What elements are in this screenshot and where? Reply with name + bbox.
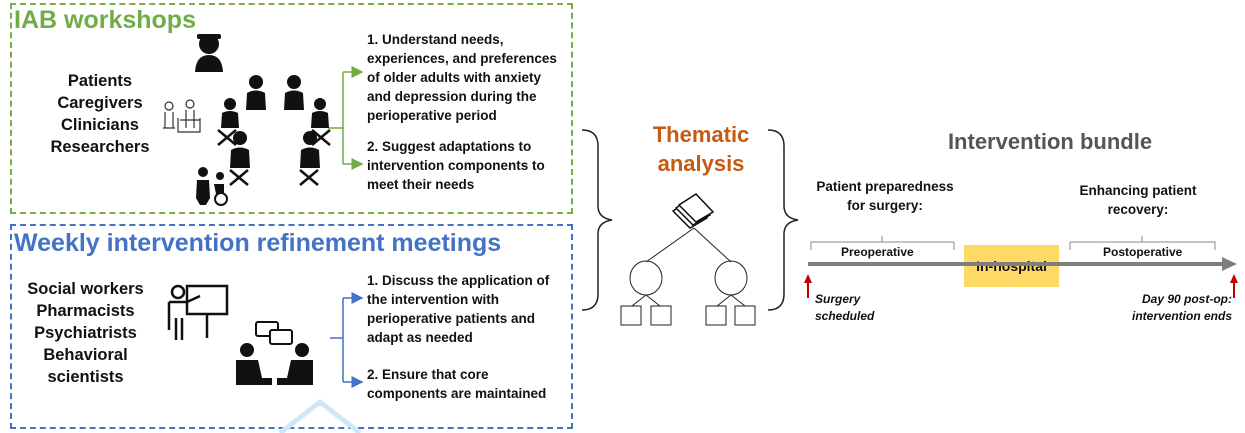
desc-line: 2. Suggest adaptations to (367, 139, 532, 154)
desc-line: 1. Understand needs, (367, 32, 504, 47)
people-item: Social workers (27, 280, 144, 298)
weekly-title: Weekly intervention refinement meetings (14, 229, 502, 257)
iab-item-2: 2. Suggest adaptations to intervention c… (367, 137, 545, 194)
iab-connector (328, 66, 364, 170)
wheelchair-icon (196, 167, 228, 206)
people-item: Psychiatrists (34, 324, 137, 342)
document-stack-icon (671, 193, 715, 229)
desc-line: perioperative patients and (367, 311, 536, 326)
desc-line: perioperative period (367, 108, 497, 123)
desc-line: intervention components to (367, 158, 545, 173)
bundle-title: Intervention bundle (947, 129, 1153, 154)
person-head-icon (195, 34, 223, 72)
note-line: Surgery (815, 292, 861, 306)
thematic-line: analysis (657, 151, 745, 176)
thematic-line: Thematic (652, 122, 750, 147)
note-line: Day 90 post-op: (1141, 292, 1232, 306)
phase-brackets (810, 236, 1216, 250)
desc-line: of older adults with anxiety (367, 70, 542, 85)
note-line: scheduled (815, 309, 875, 323)
note-line: intervention ends (1131, 309, 1232, 323)
caregivers-icon (163, 99, 201, 133)
label-line: for surgery: (847, 198, 923, 213)
group-circle-icon (217, 75, 331, 186)
desc-line: experiences, and preferences (367, 51, 557, 66)
label-line: Enhancing patient (1079, 183, 1197, 198)
label-line: Patient preparedness (816, 179, 954, 194)
preoperative-label: Preoperative (841, 245, 914, 259)
start-marker (804, 274, 812, 298)
weekly-item-1: 1. Discuss the application of the interv… (367, 271, 549, 347)
preparedness-label: Patient preparedness for surgery: (805, 177, 965, 215)
end-marker (1230, 274, 1238, 298)
presenter-icon (167, 284, 229, 340)
watermark-chevron (278, 398, 362, 433)
conversation-icon (236, 321, 313, 385)
people-item: Caregivers (57, 94, 143, 112)
recovery-label: Enhancing patient recovery: (1058, 181, 1218, 219)
tree-diagram-icon (620, 227, 756, 326)
desc-line: 1. Discuss the application of (367, 273, 550, 288)
weekly-meetings-panel (10, 224, 573, 429)
weekly-connector (330, 292, 364, 388)
people-item: scientists (47, 368, 124, 386)
people-item: Researchers (50, 138, 150, 156)
weekly-people-list: Social workers Pharmacists Psychiatrists… (18, 278, 153, 388)
iab-workshops-panel (10, 3, 573, 214)
desc-line: adapt as needed (367, 330, 473, 345)
iab-people-list: Patients Caregivers Clinicians Researche… (40, 70, 160, 158)
desc-line: 2. Ensure that core (367, 367, 489, 382)
people-item: Patients (67, 72, 133, 90)
bracket-right (767, 129, 799, 311)
thematic-analysis-label: Thematic analysis (636, 120, 766, 178)
weekly-item-2: 2. Ensure that core components are maint… (367, 365, 546, 403)
surgery-scheduled-note: Surgery scheduled (815, 291, 874, 325)
desc-line: meet their needs (367, 177, 475, 192)
desc-line: and depression during the (367, 89, 537, 104)
people-item: Behavioral (43, 346, 128, 364)
desc-line: components are maintained (367, 386, 547, 401)
iab-title: IAB workshops (14, 6, 196, 34)
people-item: Pharmacists (36, 302, 135, 320)
desc-line: the intervention with (367, 292, 500, 307)
bracket-left (581, 129, 613, 311)
people-item: Clinicians (61, 116, 139, 134)
postoperative-label: Postoperative (1103, 245, 1183, 259)
label-line: recovery: (1107, 202, 1169, 217)
timeline-arrow (808, 257, 1237, 271)
day90-note: Day 90 post-op: intervention ends (1107, 291, 1232, 325)
iab-item-1: 1. Understand needs, experiences, and pr… (367, 30, 557, 125)
